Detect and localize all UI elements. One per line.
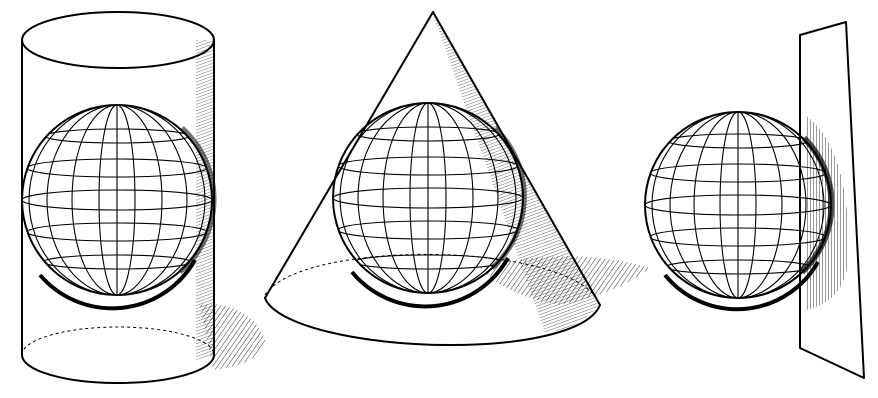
plane-globe (645, 112, 832, 309)
cylinder-panel (22, 12, 266, 383)
cylinder-top-ellipse (22, 12, 214, 68)
plane-panel (645, 22, 864, 378)
cylinder-globe (22, 105, 214, 308)
cylinder-bottom-front-edge (22, 355, 214, 383)
cylinder-bottom-back-edge (22, 327, 214, 355)
cone-panel (265, 12, 650, 345)
